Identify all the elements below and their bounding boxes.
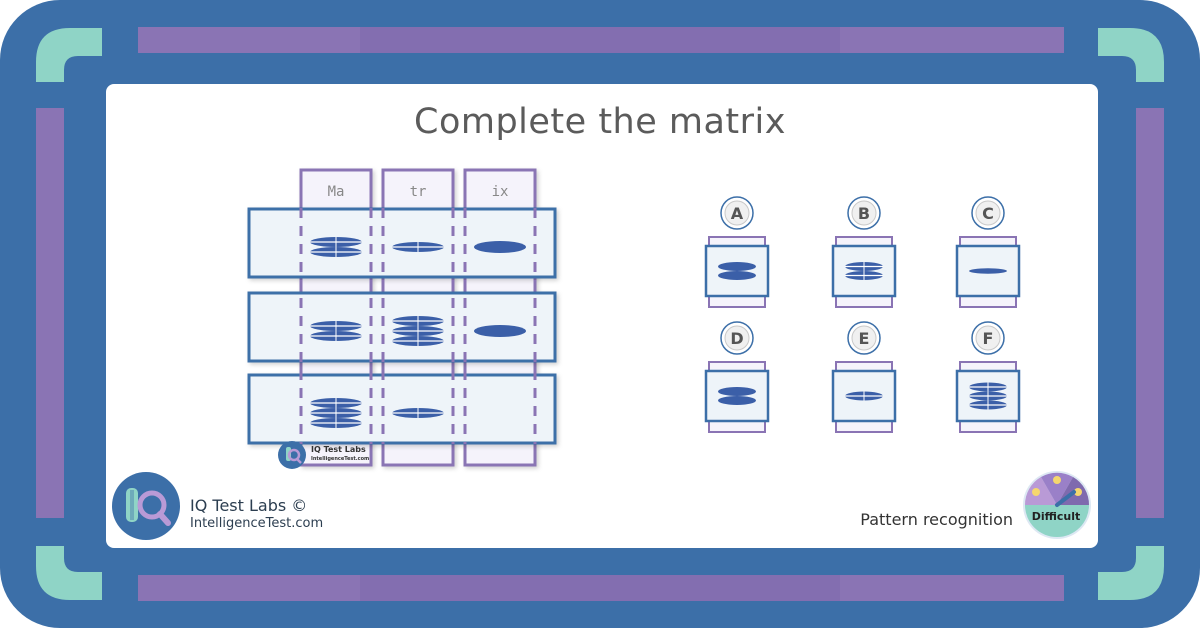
ellipse-shape <box>474 241 526 253</box>
page-title: Complete the matrix <box>414 102 786 142</box>
option-c[interactable]: C <box>955 196 1021 308</box>
option-box <box>955 244 1021 298</box>
option-label: D <box>730 329 743 348</box>
option-b[interactable]: B <box>831 196 897 308</box>
mini-brand-name: IQ Test Labs <box>311 445 366 454</box>
option-d[interactable]: D <box>704 321 770 433</box>
puzzle-matrix: Ma tr ix <box>247 168 557 467</box>
difficulty-gauge-icon <box>1023 471 1091 539</box>
option-label: C <box>982 204 994 223</box>
option-a[interactable]: A <box>704 196 770 308</box>
option-label: E <box>859 329 870 348</box>
option-label-badge <box>975 325 1001 351</box>
magnifier-flask-icon <box>112 472 180 540</box>
option-label: A <box>731 204 744 223</box>
option-label-badge <box>851 325 877 351</box>
option-label-badge <box>724 325 750 351</box>
option-label-badge <box>851 200 877 226</box>
option-box <box>955 369 1021 423</box>
option-label-badge <box>975 200 1001 226</box>
matrix-row <box>247 373 557 445</box>
ellipse-shape <box>969 268 1007 274</box>
ellipse-shape <box>718 387 756 396</box>
brand-name: IQ Test Labs © <box>190 496 308 515</box>
option-label: B <box>858 204 870 223</box>
answer-options: A B C D E F <box>704 196 1021 433</box>
option-e[interactable]: E <box>831 321 897 433</box>
column-header: tr <box>410 184 427 200</box>
ellipse-shape <box>718 262 756 271</box>
column-header: ix <box>492 184 509 200</box>
difficulty-label: Difficult <box>1031 510 1081 523</box>
brand-url: IntelligenceTest.com <box>190 516 324 531</box>
category-label: Pattern recognition <box>860 510 1013 529</box>
mini-logo-icon <box>278 441 306 469</box>
ellipse-shape <box>718 396 756 405</box>
option-f[interactable]: F <box>955 321 1021 433</box>
ellipse-shape <box>474 325 526 337</box>
option-label: F <box>983 329 994 348</box>
option-label-badge <box>724 200 750 226</box>
mini-brand-url: IntelligenceTest.com <box>311 456 370 462</box>
column-header: Ma <box>328 184 345 200</box>
ellipse-shape <box>718 271 756 280</box>
